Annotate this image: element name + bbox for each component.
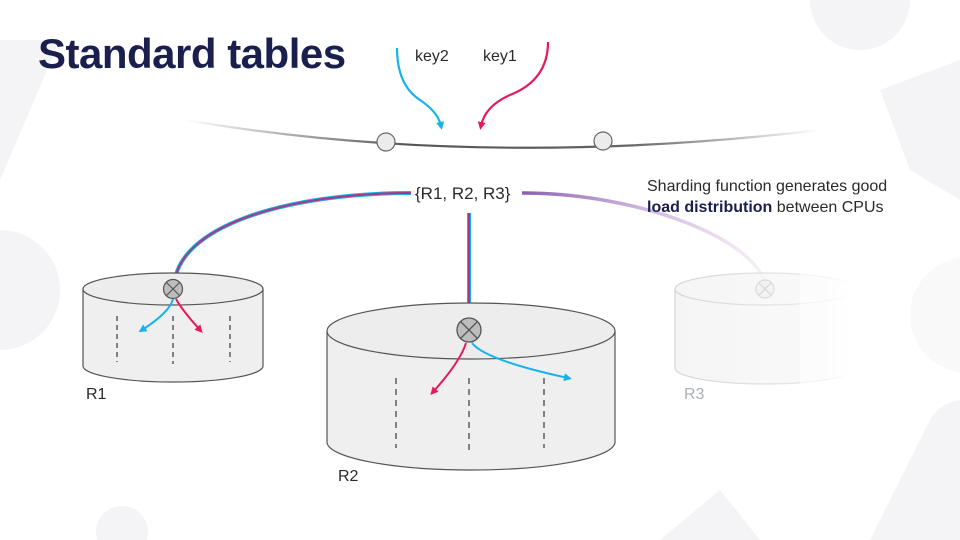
route-to-r1 (172, 191, 412, 289)
replica-r2[interactable] (326, 302, 616, 471)
replica-r3[interactable] (674, 255, 960, 395)
note-text-after: between CPUs (772, 199, 884, 216)
r1-label: R1 (86, 386, 107, 403)
note-text-bold: load distribution (647, 199, 773, 216)
ring-node-2[interactable] (593, 131, 613, 151)
replica-r1[interactable] (82, 272, 264, 383)
r3-label: R3 (684, 386, 705, 403)
route-to-r3 (521, 191, 768, 289)
key1-label: key1 (483, 48, 517, 65)
note-text: Sharding function generates good load di… (647, 176, 897, 218)
note-text-before: Sharding function generates good (647, 178, 888, 195)
hash-ring (184, 118, 821, 149)
key2-label: key2 (415, 48, 449, 65)
r2-label: R2 (338, 468, 359, 485)
key2-arrow (395, 47, 445, 130)
ring-node-1[interactable] (376, 132, 396, 152)
key1-arrow (477, 41, 550, 130)
page-title: Standard tables (38, 30, 346, 77)
replica-set-label: {R1, R2, R3} (415, 184, 511, 203)
